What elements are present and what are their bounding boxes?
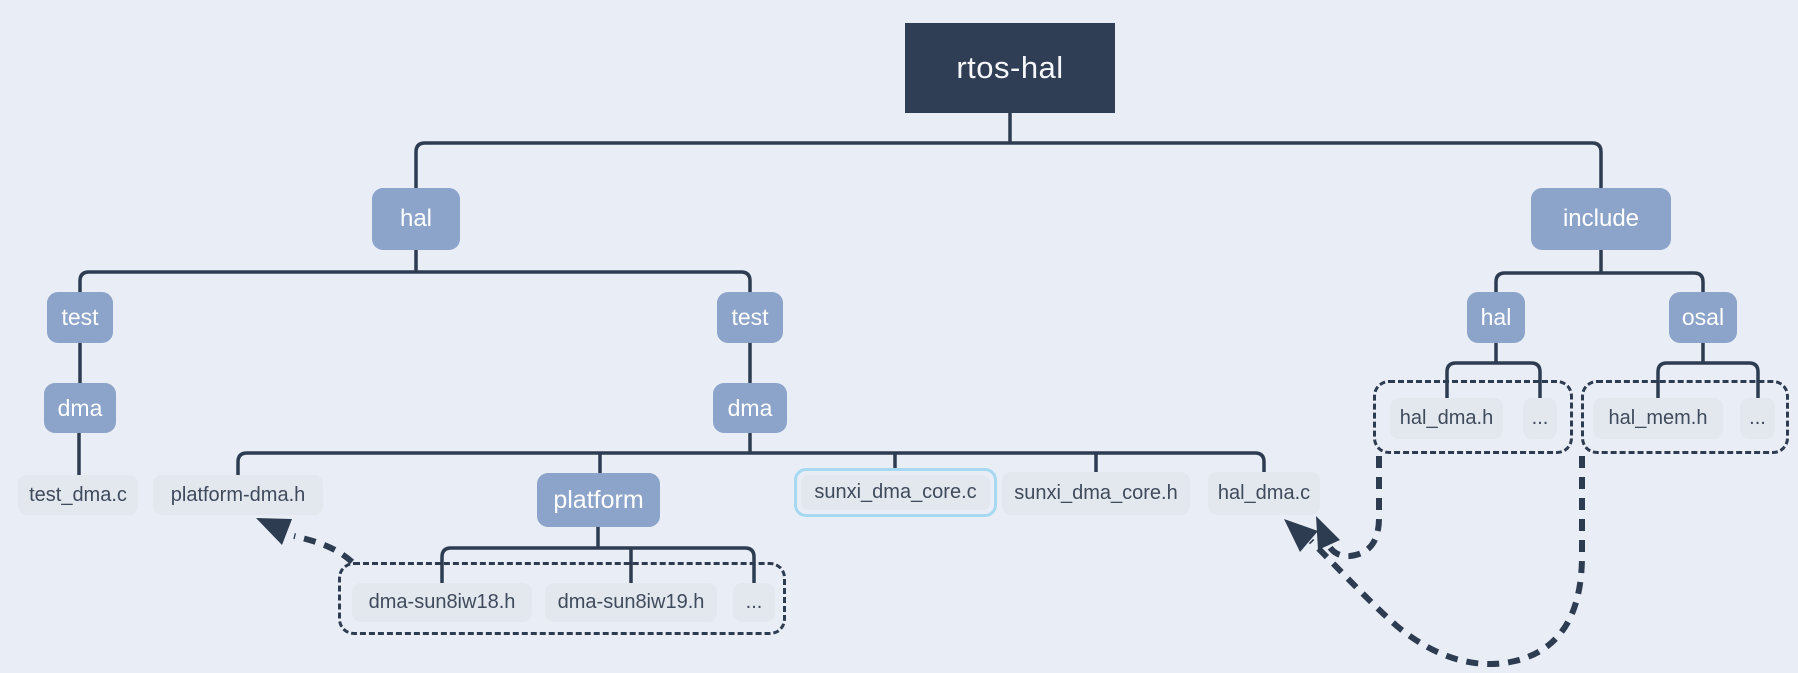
node-sunxi-dma-core-h: sunxi_dma_core.h	[1002, 472, 1190, 515]
dashed-group-include-hal-headers	[1373, 380, 1573, 454]
edge-halright-children	[1445, 361, 1542, 399]
node-platform-dma-h: platform-dma.h	[153, 475, 323, 515]
node-hal-dma-c: hal_dma.c	[1208, 472, 1320, 515]
edge-dmamid-children	[236, 451, 1266, 475]
edge-platform-children	[440, 546, 756, 583]
node-dma-sun8iw18-h: dma-sun8iw18.h	[352, 583, 532, 622]
node-test-dir-mid: test	[717, 292, 783, 343]
edge-root-children	[414, 141, 1603, 188]
node-hal-dir: hal	[372, 188, 460, 250]
node-osal-dir: osal	[1669, 292, 1737, 343]
node-include-dir: include	[1531, 188, 1671, 250]
node-dma-sun8iw19-h: dma-sun8iw19.h	[545, 583, 717, 622]
edge-include-children	[1494, 271, 1705, 292]
node-hal-ellipsis: ...	[1523, 398, 1557, 439]
node-rtos-hal: rtos-hal	[905, 23, 1115, 113]
dashed-group-platform-headers	[338, 562, 786, 635]
node-sunxi-dma-core-c: sunxi_dma_core.c	[801, 475, 990, 510]
dashed-group-include-osal-headers	[1581, 380, 1789, 454]
node-osal-ellipsis: ...	[1740, 398, 1775, 439]
arrowhead-haldmac-left	[1284, 519, 1318, 552]
arrow-to-platform-dma-h	[293, 533, 355, 565]
node-dma-dir-mid: dma	[713, 383, 787, 433]
node-sunxi-dma-core-c-highlight: sunxi_dma_core.c	[794, 468, 997, 517]
edge-hal-children	[78, 270, 752, 292]
node-platform-ellipsis: ...	[733, 583, 775, 622]
edge-osal-children	[1656, 361, 1760, 399]
arrow-haldmah-to-haldmac	[1326, 456, 1382, 560]
arrowhead-haldmac-right	[1316, 516, 1340, 550]
node-test-dma-c: test_dma.c	[18, 475, 138, 515]
node-hal-dma-h: hal_dma.h	[1390, 398, 1503, 439]
arrow-osal-to-haldmac	[1308, 456, 1585, 668]
arrowhead-platform-dma-h	[256, 518, 292, 545]
node-dma-dir-left: dma	[44, 383, 116, 433]
node-platform-dir: platform	[537, 473, 660, 527]
node-test-dir-left: test	[47, 292, 113, 343]
node-include-hal-dir: hal	[1467, 292, 1525, 343]
node-hal-mem-h: hal_mem.h	[1593, 398, 1723, 439]
